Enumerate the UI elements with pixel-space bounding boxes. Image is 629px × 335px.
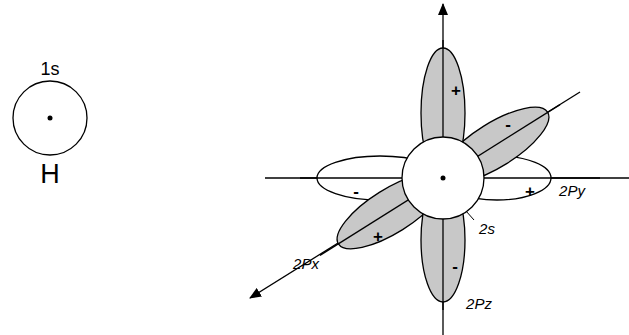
orbital-label: 1s: [40, 60, 59, 78]
nucleus-dot: [48, 116, 53, 121]
phase-sign: -: [353, 183, 359, 200]
1s-circle: [13, 81, 87, 155]
nucleus-dot: [441, 176, 446, 181]
leader-line: [466, 211, 474, 220]
phase-sign: +: [373, 228, 383, 245]
orbital-label: 2Px: [293, 256, 319, 271]
x-axis: [250, 92, 580, 298]
2s-orbital: [402, 137, 484, 219]
phase-sign: +: [525, 183, 535, 200]
orbital-label: 2s: [479, 221, 495, 236]
element-symbol: H: [40, 161, 60, 188]
orbital-label: 2Pz: [466, 296, 492, 311]
phase-sign: -: [505, 116, 511, 133]
atom-node: 1sH: [4, 60, 96, 185]
orbital-label: 2Py: [559, 183, 585, 198]
phase-sign: +: [451, 82, 461, 99]
phase-sign: -: [452, 258, 458, 275]
x-axis: [320, 105, 560, 256]
